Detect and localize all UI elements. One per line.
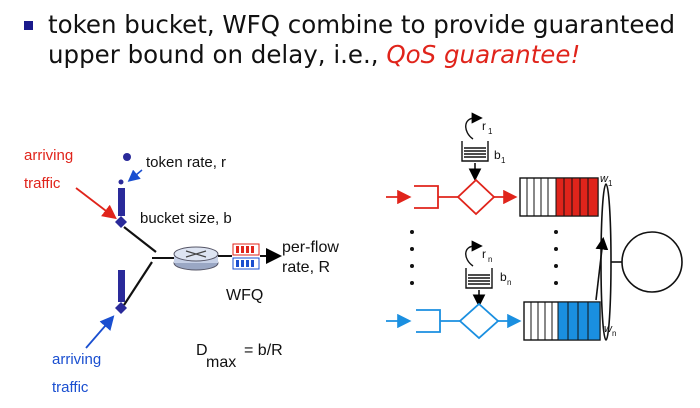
scheduler-loop [600, 183, 612, 341]
delay-d: D [196, 342, 208, 359]
rn-sub: n [488, 255, 492, 264]
bn-label: b [500, 270, 507, 284]
wfq-queue-blue [232, 257, 260, 270]
token-dot [123, 153, 131, 161]
left-diagram: arriving traffic token rate, r bucket si… [24, 147, 339, 396]
rn-curve [465, 245, 476, 267]
bucket-1 [461, 141, 489, 162]
r1-label: r [482, 119, 486, 133]
arriving-traffic-top-line2: traffic [24, 175, 61, 192]
wfq-label: WFQ [226, 287, 263, 304]
bn-sub: n [507, 278, 511, 287]
link-bottom [123, 261, 153, 306]
flow-1-diamond [456, 178, 496, 216]
bucket-size-label: bucket size, b [140, 210, 232, 227]
headline-text: token bucket, WFQ combine to provide gua… [48, 10, 676, 69]
flow-1-buffer [414, 185, 439, 209]
arriving-traffic-top-line1: arriving [24, 147, 73, 164]
scheduler-arrow [595, 236, 609, 301]
headline-emphasis: QoS guarantee! [386, 40, 581, 69]
rate-label: rate, R [282, 259, 330, 276]
ellipsis-dots [410, 230, 558, 285]
token-dot-small [118, 179, 124, 185]
token-bucket-top [118, 188, 125, 216]
queue-n [523, 301, 601, 341]
bucket-diamond-top [115, 216, 127, 228]
wfq-queue-red [232, 243, 260, 256]
token-rate-label: token rate, r [146, 154, 226, 171]
b1-label: b [494, 148, 501, 162]
delay-bound-formula: D max = b/R [196, 342, 283, 371]
link-top [123, 226, 157, 253]
flow-n-diamond [458, 302, 500, 340]
arriving-arrow-bottom [85, 315, 115, 349]
bucket-n [465, 268, 493, 289]
arriving-traffic-bottom-line2: traffic [52, 379, 89, 396]
server-circle [621, 231, 683, 293]
right-diagram: r 1 b 1 w 1 r n [386, 112, 683, 341]
token-rate-arrow [127, 169, 143, 182]
token-bucket-bottom [118, 270, 125, 302]
arriving-traffic-bottom-line1: arriving [52, 351, 101, 368]
bullet-marker [24, 21, 33, 30]
rn-label: r [482, 247, 486, 261]
delay-sub-max: max [206, 354, 236, 371]
b1-sub: 1 [501, 156, 506, 165]
w1-sub: 1 [608, 179, 613, 188]
delay-rhs: = b/R [244, 342, 283, 359]
router-icon [185, 250, 207, 258]
r1-sub: 1 [488, 127, 493, 136]
flow-n-buffer [416, 309, 441, 333]
queue-1 [519, 177, 599, 217]
wn-sub: n [612, 329, 616, 338]
arriving-arrow-top [75, 187, 117, 220]
w1-label: w [600, 173, 609, 185]
r1-curve [465, 117, 476, 140]
headline: token bucket, WFQ combine to provide gua… [48, 10, 688, 70]
per-flow-label: per-flow [282, 239, 339, 256]
